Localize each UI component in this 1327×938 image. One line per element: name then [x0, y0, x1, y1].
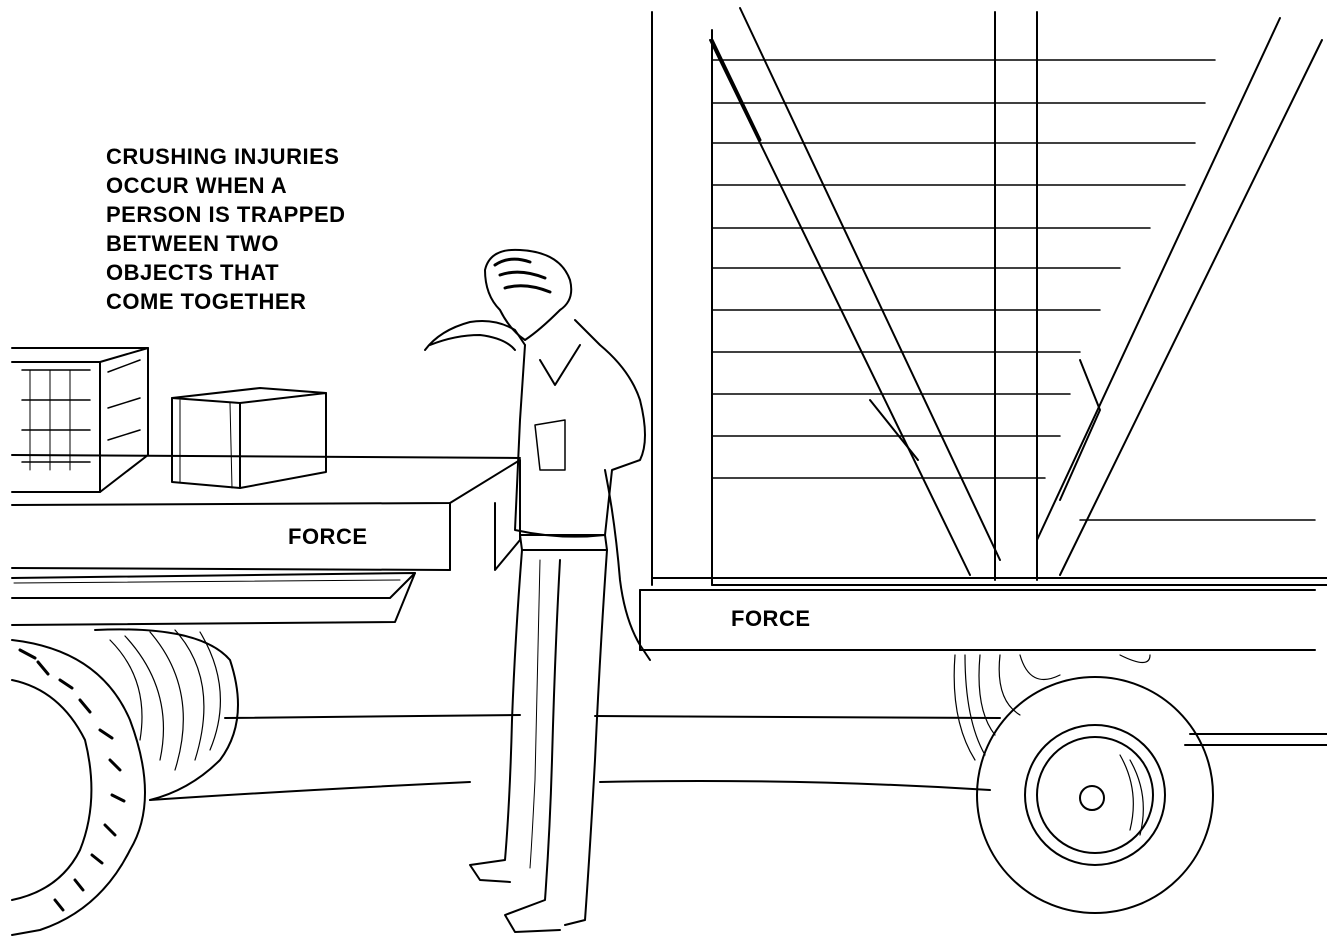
- force-label-right: FORCE: [731, 606, 811, 631]
- caption-line: BETWEEN TWO: [106, 231, 279, 256]
- caption-line: OCCUR WHEN A: [106, 173, 288, 198]
- siding-lines: [711, 59, 1316, 521]
- left-truck: [11, 347, 521, 936]
- crate-small: [171, 387, 327, 489]
- caption-line: CRUSHING INJURIES: [106, 144, 340, 169]
- caption-line: PERSON IS TRAPPED: [106, 202, 346, 227]
- force-label-left: FORCE: [288, 524, 368, 549]
- caption-line: OBJECTS THAT: [106, 260, 280, 285]
- caption-line: COME TOGETHER: [106, 289, 307, 314]
- person-figure: [424, 248, 651, 933]
- warning-caption: CRUSHING INJURIES OCCUR WHEN A PERSON IS…: [106, 142, 406, 316]
- crate-large: [11, 347, 149, 493]
- right-tire: [953, 654, 1214, 914]
- right-truck: [639, 7, 1327, 914]
- left-tire: [11, 628, 239, 936]
- ground-lines: [149, 714, 1327, 801]
